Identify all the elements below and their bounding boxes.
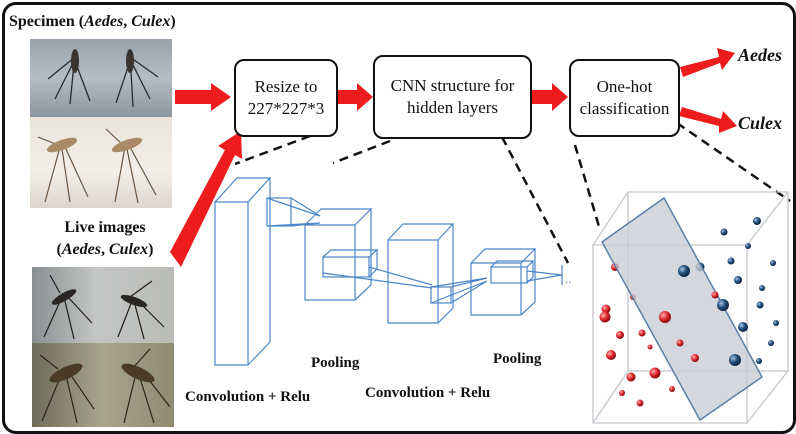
blue-point [745, 243, 751, 249]
arrow-resize-to-cnn [337, 83, 373, 111]
arrow-to-aedes [680, 48, 735, 77]
red-point [601, 304, 611, 314]
red-point [636, 399, 644, 407]
specimen-close: ) [170, 13, 176, 30]
arrow-to-culex [679, 107, 737, 133]
mosquito-live-icon [43, 274, 165, 340]
blue-point [753, 217, 761, 225]
cnn-line2: hidden layers [406, 98, 499, 117]
red-point [669, 386, 675, 392]
mosquito-culex-icon [39, 348, 171, 424]
specimen-text: Specimen ( [9, 13, 85, 30]
label-pooling-2: Pooling [493, 351, 541, 368]
red-point [649, 367, 661, 379]
output-culex: Culex [738, 113, 782, 134]
red-point [638, 329, 646, 337]
cnn-cuboid-3 [387, 223, 455, 324]
classification-3d [592, 191, 789, 424]
output-culex-text: Culex [738, 113, 783, 133]
blue-spheres-back [695, 217, 776, 272]
red-spheres [599, 291, 719, 407]
conv-relu-1-text: Convolution + Relu [185, 389, 311, 405]
arrow-live-to-resize [170, 131, 242, 267]
blue-point [770, 260, 776, 266]
live-images-species: (Aedes, Culex) [35, 239, 175, 261]
specimen-culex: Culex [131, 13, 171, 30]
cnn-cuboid-1 [214, 177, 272, 366]
cnn-cuboid-2 [304, 208, 373, 301]
blue-point [759, 285, 765, 291]
specimen-photo-top [30, 39, 172, 117]
blue-point [738, 322, 748, 332]
cnn-diagram [214, 177, 563, 366]
resize-line1: Resize to [254, 77, 318, 96]
specimen-photo-bottom [30, 117, 172, 208]
resize-line2: 227*227*3 [247, 99, 325, 118]
label-pooling-1: Pooling [311, 355, 359, 372]
arrow-cnn-to-onehot [532, 83, 568, 111]
cnn-box: CNN structure for hidden layers [373, 55, 532, 139]
live-photo-top [32, 267, 174, 343]
red-point [659, 311, 671, 323]
pooling-2-text: Pooling [493, 351, 542, 367]
cnn-line1: CNN structure for [390, 76, 515, 95]
specimen-aedes: Aedes [84, 13, 124, 30]
blue-point [720, 228, 728, 236]
separating-plane [601, 196, 763, 422]
specimen-label: Specimen (Aedes, Culex) [9, 13, 176, 31]
blue-point [768, 340, 774, 346]
red-point [599, 311, 611, 323]
blue-point [678, 265, 690, 277]
onehot-box: One-hot classification [569, 59, 680, 137]
blue-point [734, 276, 742, 284]
live-photo-bottom [32, 343, 174, 427]
red-point [626, 372, 636, 382]
conv-relu-2-text: Convolution + Relu [365, 385, 491, 401]
blue-spheres [678, 243, 779, 366]
diagram-canvas [170, 48, 791, 424]
cnn-ellipsis: .. [565, 271, 572, 287]
label-conv-relu-2: Convolution + Relu [365, 385, 490, 402]
blue-point [729, 354, 741, 366]
live-images-label: Live images (Aedes, Culex) [35, 217, 175, 261]
mosquito-side-icon [37, 128, 157, 204]
red-point [619, 390, 625, 396]
resize-box: Resize to 227*227*3 [234, 59, 338, 137]
cnn-ellipsis-text: .. [565, 271, 572, 286]
blue-point [727, 257, 735, 265]
red-point [616, 331, 624, 339]
live-close: ) [148, 241, 154, 258]
label-conv-relu-1: Convolution + Relu [185, 389, 310, 406]
blue-point [756, 358, 762, 364]
red-point [691, 354, 699, 362]
output-aedes-text: Aedes [738, 45, 782, 65]
specimen-sep: , [123, 13, 132, 30]
red-point [676, 339, 684, 347]
cnn-cuboid-4 [470, 248, 537, 316]
blue-point [717, 299, 729, 311]
blue-point [756, 301, 764, 309]
arrow-specimen-to-resize [175, 83, 231, 111]
flow-arrows [170, 48, 737, 267]
live-sep: , [100, 241, 109, 258]
onehot-line2: classification [579, 99, 670, 118]
red-point [647, 344, 653, 350]
blue-point [773, 320, 779, 326]
onehot-line1: One-hot [596, 77, 653, 96]
live-open: ( [56, 241, 62, 258]
pooling-1-text: Pooling [311, 355, 360, 371]
live-culex: Culex [108, 241, 149, 258]
mosquito-pinned-icon [47, 49, 159, 108]
live-images-title: Live images [64, 219, 146, 236]
live-aedes: Aedes [61, 241, 101, 258]
callout-dashes [234, 121, 791, 264]
red-point [711, 291, 719, 299]
red-point [606, 350, 616, 360]
output-aedes: Aedes [738, 45, 782, 66]
